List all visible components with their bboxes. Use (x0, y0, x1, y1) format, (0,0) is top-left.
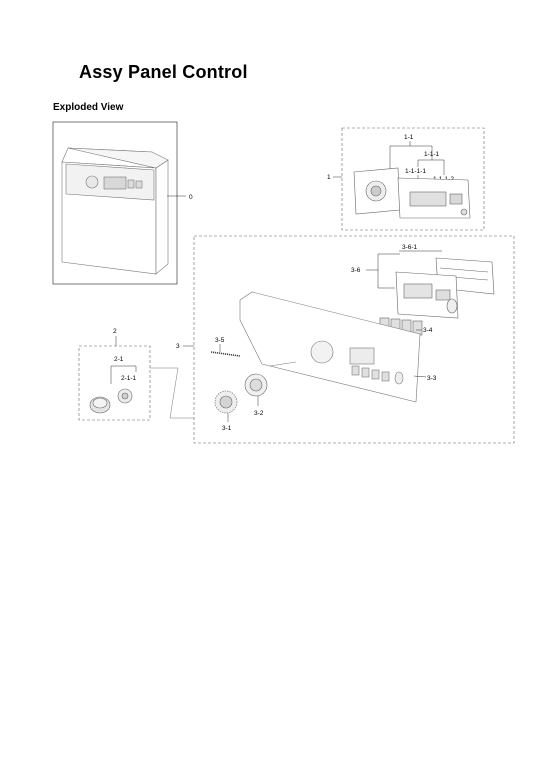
appliance-frame (52, 121, 178, 285)
control-panel-frame (193, 235, 515, 444)
page-title: Assy Panel Control (79, 62, 248, 82)
callout-1-1-1-1: 1-1-1-1 (405, 168, 426, 175)
pcb-assembly-frame (341, 127, 485, 231)
knob-cap-illustration (89, 388, 133, 414)
callout-2: 2 (113, 328, 117, 335)
knob-illustration (244, 373, 268, 397)
callout-3-6-1: 3-6-1 (402, 244, 418, 251)
callout-3-1: 3-1 (222, 425, 232, 432)
callout-2-1-1: 2-1-1 (121, 375, 137, 382)
callout-2-1: 2-1 (114, 356, 124, 363)
callout-3-5: 3-5 (215, 337, 225, 344)
section-subtitle: Exploded View (53, 102, 124, 113)
callout-1-1: 1-1 (404, 134, 414, 141)
panel-body-illustration (239, 291, 421, 403)
callout-3-6: 3-6 (351, 267, 361, 274)
callout-1-1-1: 1-1-1 (424, 151, 440, 158)
connector-line (150, 367, 194, 419)
callout-0: 0 (189, 194, 193, 201)
pcb-board-illustration (353, 167, 471, 219)
callout-3-2: 3-2 (254, 410, 264, 417)
callout-1: 1 (327, 174, 331, 181)
knob-base-illustration (214, 390, 238, 414)
washer-illustration (61, 147, 169, 275)
knob-assembly-frame (78, 345, 151, 421)
callout-3: 3 (176, 343, 180, 350)
callout-3-4: 3-4 (423, 327, 433, 334)
display-module-illustration (395, 257, 495, 319)
callout-3-3: 3-3 (427, 375, 437, 382)
